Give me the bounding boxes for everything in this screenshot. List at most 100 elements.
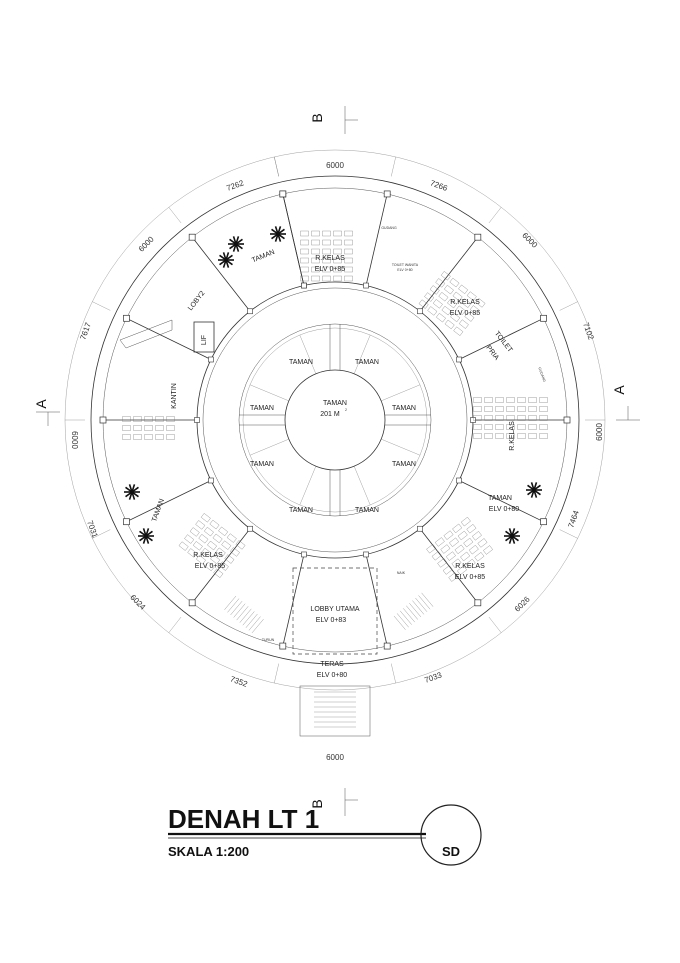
desk bbox=[443, 284, 454, 295]
desk bbox=[466, 291, 477, 301]
desk bbox=[333, 266, 342, 273]
desk bbox=[452, 291, 463, 302]
room-gudang-north: GUDANG bbox=[381, 226, 397, 230]
room-kelas-se: R.KELAS bbox=[455, 563, 485, 570]
garden-path-line bbox=[249, 438, 289, 456]
desk bbox=[344, 239, 353, 246]
stair-se bbox=[393, 592, 434, 630]
desk bbox=[528, 415, 537, 421]
dim-ne-outer: 7266 bbox=[429, 178, 449, 193]
desk bbox=[333, 275, 342, 282]
lift-shaft bbox=[193, 321, 215, 353]
garden-path-line bbox=[299, 334, 317, 374]
desk bbox=[473, 406, 482, 412]
desk bbox=[484, 415, 493, 421]
desk bbox=[440, 544, 451, 554]
room-kelas-ne: R.KELAS bbox=[450, 299, 480, 306]
column-marker bbox=[456, 356, 462, 363]
column-marker bbox=[188, 233, 196, 241]
ring-taman-sse: TAMAN bbox=[355, 507, 379, 514]
stair-step bbox=[399, 610, 412, 625]
desk bbox=[155, 434, 164, 440]
desk bbox=[155, 425, 164, 431]
desk bbox=[300, 266, 309, 273]
desk bbox=[475, 298, 486, 308]
desk bbox=[226, 533, 237, 543]
section-b-bottom-label: B bbox=[309, 799, 325, 808]
dim-sw-outer: 7352 bbox=[229, 674, 249, 689]
column-marker bbox=[301, 551, 307, 558]
desk bbox=[449, 537, 459, 547]
desk bbox=[539, 415, 548, 421]
desk bbox=[440, 271, 451, 281]
section-a-left-label: A bbox=[33, 399, 49, 409]
stair-step bbox=[421, 592, 434, 607]
desk bbox=[473, 415, 482, 421]
desk bbox=[466, 524, 477, 534]
desk bbox=[144, 416, 153, 422]
desk bbox=[166, 425, 175, 431]
desk bbox=[300, 275, 309, 282]
column-marker bbox=[470, 417, 476, 423]
ring-taman-wnw: TAMAN bbox=[250, 405, 274, 412]
stair-step bbox=[415, 597, 428, 612]
ring-taman-nne: TAMAN bbox=[355, 359, 379, 366]
room-taman-center: TAMAN bbox=[323, 400, 347, 407]
desk bbox=[517, 406, 526, 412]
section-a-right-label: A bbox=[611, 385, 627, 395]
ring-taman-nnw: TAMAN bbox=[289, 359, 313, 366]
dimension-extension-line bbox=[92, 301, 111, 311]
desk bbox=[495, 415, 504, 421]
desk bbox=[333, 239, 342, 246]
corridor-ring-outer bbox=[196, 281, 474, 559]
desk bbox=[122, 434, 131, 440]
column-marker bbox=[383, 642, 391, 650]
desk bbox=[201, 547, 212, 558]
desk bbox=[322, 230, 331, 237]
column-marker bbox=[123, 518, 130, 526]
dimension-extension-line bbox=[391, 663, 396, 684]
stair-step bbox=[396, 613, 409, 628]
stair-step bbox=[233, 603, 246, 618]
desk bbox=[344, 230, 353, 237]
kantin-counter bbox=[119, 319, 173, 349]
desk bbox=[195, 520, 206, 530]
desk bbox=[495, 424, 504, 430]
desk bbox=[300, 257, 309, 264]
room-loby2: LOBY2 bbox=[187, 290, 206, 312]
desk bbox=[203, 526, 214, 537]
desk bbox=[442, 565, 453, 575]
stair-step bbox=[251, 619, 264, 634]
room-toilet-wanita-elv: ELV 0+80 bbox=[397, 268, 412, 272]
dimension-extension-line bbox=[559, 301, 578, 311]
dim-ne-side: 6000 bbox=[520, 231, 539, 250]
stair-sw bbox=[224, 595, 264, 634]
stair-step bbox=[403, 608, 415, 623]
desk bbox=[517, 397, 526, 403]
stair-step bbox=[242, 611, 255, 626]
garden-path-line bbox=[249, 384, 289, 402]
dim-west-upper: 7617 bbox=[78, 321, 93, 341]
dimension-extension-line bbox=[92, 529, 111, 539]
structural-wall-line bbox=[191, 236, 251, 312]
desk bbox=[344, 275, 353, 282]
desk bbox=[427, 306, 438, 316]
tree-icon bbox=[218, 252, 234, 268]
desk bbox=[517, 415, 526, 421]
desk bbox=[432, 299, 443, 309]
drawing-title: DENAH LT 1 bbox=[168, 804, 319, 834]
desk bbox=[333, 257, 342, 264]
desk bbox=[528, 397, 537, 403]
desk bbox=[431, 551, 442, 561]
building-geometry bbox=[64, 149, 606, 737]
column-marker bbox=[123, 314, 130, 322]
desk bbox=[144, 434, 153, 440]
desk bbox=[452, 523, 463, 534]
desk bbox=[455, 305, 466, 315]
dimension-extension-line bbox=[274, 156, 279, 177]
desk bbox=[435, 278, 446, 288]
desk bbox=[122, 425, 131, 431]
column-marker bbox=[474, 599, 482, 607]
section-detail-circle bbox=[420, 804, 482, 866]
desk bbox=[484, 397, 493, 403]
